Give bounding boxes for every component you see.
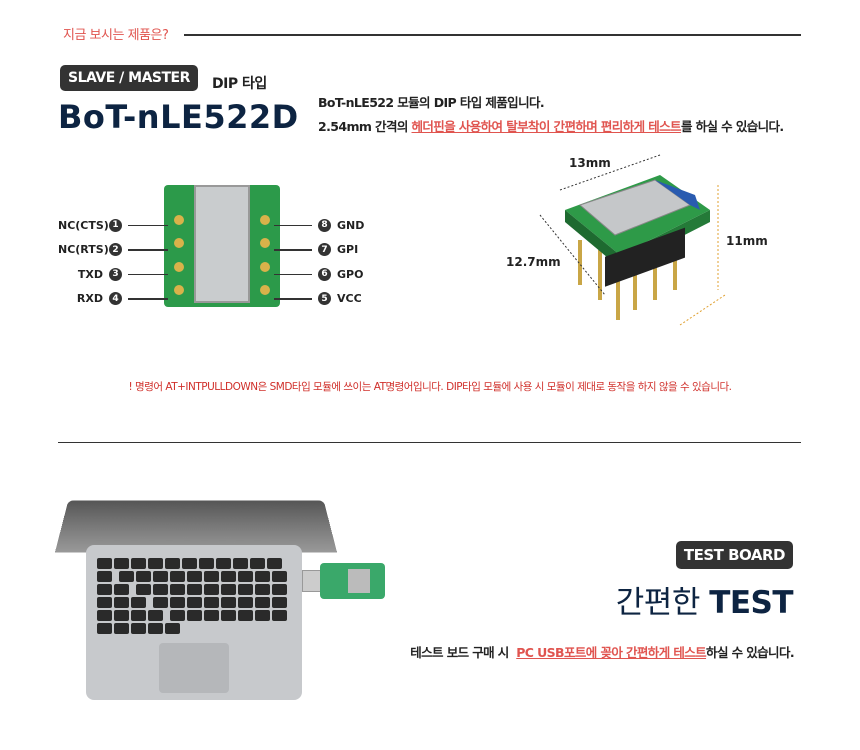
pin-2: NC(RTS)2 (58, 238, 176, 263)
testboard-badge: TEST BOARD (675, 541, 793, 569)
usb-connector (302, 570, 322, 592)
product-desc-2: 2.54mm 간격의 헤더핀을 사용하여 탈부착이 간편하며 편리하게 테스트를… (318, 116, 784, 135)
desc-highlight: 헤더핀을 사용하여 탈부착이 간편하며 편리하게 테스트 (411, 119, 682, 134)
type-label: DIP 타입 (212, 76, 267, 92)
laptop-keyboard-image (86, 545, 302, 700)
desc-text: 테스트 보드 구매 시 (410, 645, 517, 660)
warning-note: ! 명령어 AT+INTPULLDOWN은 SMD타입 모듈에 쓰이는 AT명령… (128, 381, 732, 393)
module-board-top (164, 185, 280, 307)
desc-text: 2.54mm 간격의 (318, 119, 412, 134)
pin-1: NC(CTS)1 (58, 213, 176, 238)
desc-highlight: PC USB포트에 꽂아 간편하게 테스트 (516, 645, 707, 660)
product-title: BoT-nLE522D (58, 98, 299, 136)
divider (184, 34, 801, 36)
product-desc-1: BoT-nLE522 모듈의 DIP 타입 제품입니다. (318, 95, 545, 110)
dim-height: 11mm (726, 234, 768, 248)
role-badge: SLAVE / MASTER (60, 65, 198, 91)
section-divider (58, 442, 801, 443)
module-3d-image (539, 154, 726, 326)
dim-depth: 12.7mm (506, 255, 561, 269)
testboard-desc: 테스트 보드 구매 시 PC USB포트에 꽂아 간편하게 테스트하실 수 있습… (410, 642, 794, 661)
testboard-title: 간편한 TEST (615, 577, 794, 622)
dim-width: 13mm (569, 156, 611, 170)
title-bold: TEST (709, 585, 793, 621)
desc-text: 하실 수 있습니다. (706, 645, 795, 660)
desc-text: 를 하실 수 있습니다. (680, 119, 784, 134)
test-board-image (320, 563, 385, 599)
title-text: 간편한 (615, 585, 710, 621)
section-question: 지금 보시는 제품은? (63, 28, 169, 43)
